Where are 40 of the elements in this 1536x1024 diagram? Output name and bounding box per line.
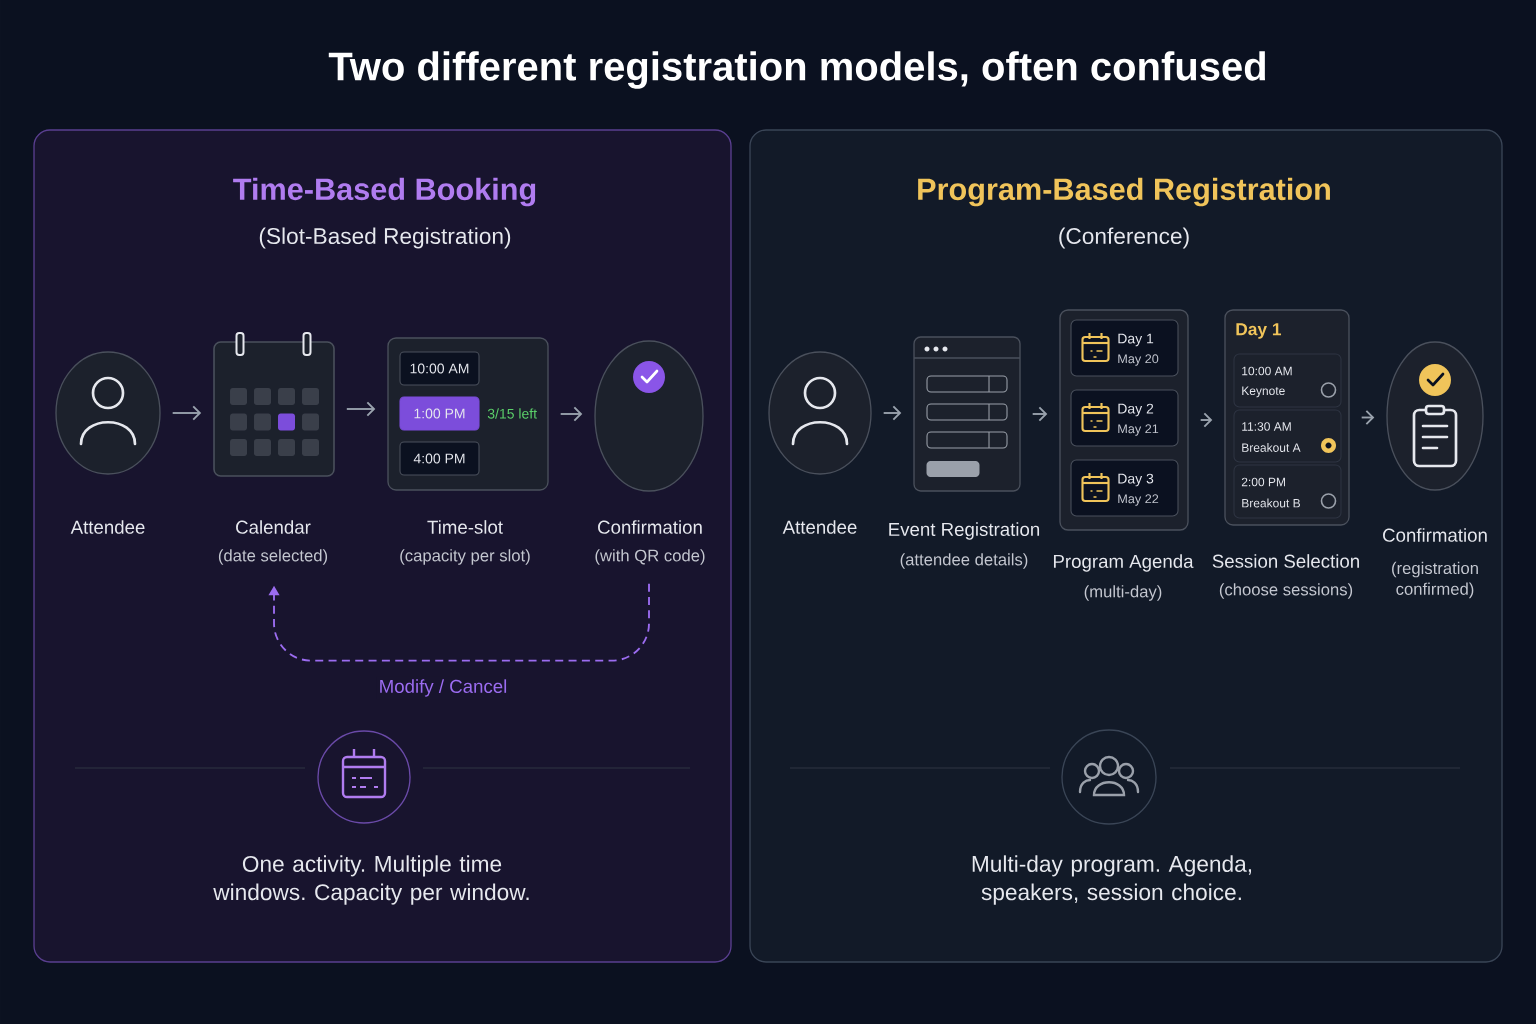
availability-text: 3/15 left [487, 408, 537, 419]
arrow [882, 405, 902, 421]
day-card: Day 1 May 20 [1070, 319, 1179, 377]
session-row: 10:00 AM Keynote [1233, 353, 1342, 408]
arrow [171, 405, 202, 421]
time-slot-button: 4:00 PM [399, 441, 480, 476]
step-label: Session Selection [1212, 554, 1359, 568]
day-card: Day 3 May 22 [1070, 459, 1179, 517]
day-heading: Day 1 [1236, 323, 1281, 339]
step-caption: (capacity per slot) [400, 549, 530, 565]
panel-title: Program-Based Registration [918, 177, 1330, 207]
step-label: Calendar [236, 520, 311, 534]
session-row: 2:00 PM Breakout B [1233, 464, 1342, 519]
step-label: Program Agenda [1053, 554, 1194, 572]
step-caption: (registration confirmed) [1392, 561, 1478, 599]
time-slot-button: 1:00 PM [399, 396, 480, 431]
session-row: 11:30 AM Breakout A [1233, 409, 1342, 463]
step-label: Time-slot [427, 520, 503, 534]
time-slot-button: 10:00 AM [399, 351, 480, 386]
page-title: Two different registration models, often confused [328, 51, 1265, 89]
step-caption: (attendee details) [900, 553, 1028, 569]
step-caption: (multi-day) [1084, 585, 1162, 601]
step-label: Confirmation [598, 520, 702, 534]
step-label: Attendee [70, 520, 145, 534]
summary-text: Multi-day program. Agenda, speakers, session choice. [972, 855, 1251, 905]
panel-subtitle: (Slot-Based Registration) [259, 227, 511, 249]
arrow [559, 406, 583, 422]
day-card: Day 2 May 21 [1070, 389, 1179, 447]
panel-title: Time-Based Booking [233, 177, 536, 207]
step-label: Event Registration [889, 522, 1040, 540]
panel-subtitle: (Conference) [1059, 227, 1189, 249]
arrow [268, 582, 650, 662]
step-label: Confirmation [1383, 528, 1487, 542]
arrow [345, 401, 376, 417]
step-label: Attendee [782, 520, 857, 534]
step-caption: (date selected) [218, 549, 328, 565]
edge-label: Modify / Cancel [376, 676, 510, 700]
step-caption: (choose sessions) [1219, 583, 1353, 599]
step-caption: (with QR code) [595, 549, 705, 565]
summary-text: One activity. Multiple time windows. Capacity per window. [213, 855, 529, 905]
